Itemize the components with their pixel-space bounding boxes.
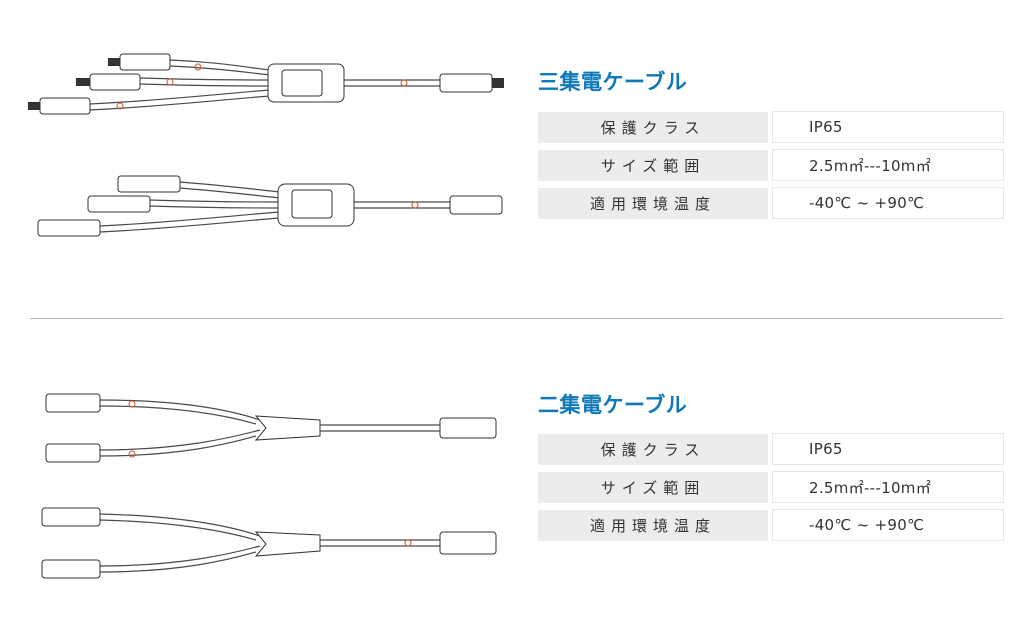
three-branch-cable-section: 三集電ケーブル 保護クラス IP65 サイズ範囲 2.5m㎡---10m㎡ 適用… bbox=[28, 53, 1004, 237]
spec-value: -40℃ ~ +90℃ bbox=[772, 509, 1004, 541]
three-branch-cable-bottom-drawing bbox=[37, 175, 503, 237]
spec-row: 適用環境温度 -40℃ ~ +90℃ bbox=[538, 187, 1004, 219]
three-branch-cable-top-drawing bbox=[28, 53, 504, 115]
spec-value: IP65 bbox=[772, 433, 1004, 465]
section-title: 二集電ケーブル bbox=[538, 393, 688, 417]
two-branch-cable-top-drawing bbox=[45, 393, 497, 463]
spec-label: サイズ範囲 bbox=[538, 149, 768, 181]
two-branch-cable-section: 二集電ケーブル 保護クラス IP65 サイズ範囲 2.5m㎡---10m㎡ 適用… bbox=[0, 320, 1032, 623]
spec-row: 保護クラス IP65 bbox=[538, 111, 1004, 143]
spec-row: 適用環境温度 -40℃ ~ +90℃ bbox=[538, 509, 1004, 541]
two-branch-cable-illustration bbox=[41, 393, 497, 579]
spec-label: 保護クラス bbox=[538, 111, 768, 143]
spec-table: 保護クラス IP65 サイズ範囲 2.5m㎡---10m㎡ 適用環境温度 -40… bbox=[538, 111, 1004, 219]
spec-row: サイズ範囲 2.5m㎡---10m㎡ bbox=[538, 149, 1004, 181]
spec-label: 適用環境温度 bbox=[538, 187, 768, 219]
three-branch-cable-illustration bbox=[28, 53, 504, 237]
spec-row: サイズ範囲 2.5m㎡---10m㎡ bbox=[538, 471, 1004, 503]
spec-label: 適用環境温度 bbox=[538, 509, 768, 541]
section-title: 三集電ケーブル bbox=[538, 70, 688, 94]
spec-label: サイズ範囲 bbox=[538, 471, 768, 503]
spec-value: -40℃ ~ +90℃ bbox=[772, 187, 1004, 219]
spec-table: 保護クラス IP65 サイズ範囲 2.5m㎡---10m㎡ 適用環境温度 -40… bbox=[538, 433, 1004, 541]
spec-value: 2.5m㎡---10m㎡ bbox=[772, 149, 1004, 181]
spec-label: 保護クラス bbox=[538, 433, 768, 465]
spec-value: 2.5m㎡---10m㎡ bbox=[772, 471, 1004, 503]
two-branch-cable-bottom-drawing bbox=[41, 507, 497, 579]
spec-value: IP65 bbox=[772, 111, 1004, 143]
spec-row: 保護クラス IP65 bbox=[538, 433, 1004, 465]
section-divider bbox=[30, 318, 1003, 319]
